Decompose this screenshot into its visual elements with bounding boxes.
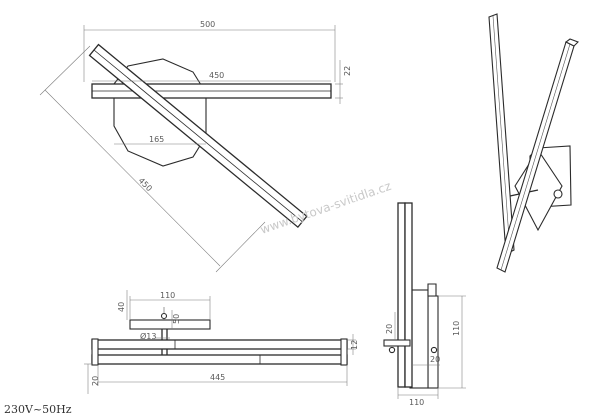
front-bar-lower [91, 354, 348, 365]
front-dim-110: 110 [160, 291, 175, 300]
side-dim-20-upper: 20 [385, 324, 394, 334]
dim-165: 165 [149, 135, 164, 144]
dim-22: 22 [343, 66, 352, 76]
dim-450-horizontal: 450 [209, 71, 224, 80]
side-bar-back [404, 202, 413, 388]
side-wall-plate [427, 295, 439, 389]
front-bar-upper [91, 339, 348, 350]
front-dim-diameter: Ø13 [140, 331, 156, 341]
front-wall-plate [129, 319, 211, 330]
side-view: 20 110 20 110 [383, 202, 466, 407]
side-bar-front [397, 202, 406, 388]
front-dim-12: 12 [350, 340, 359, 350]
front-dim-40: 40 [117, 302, 126, 312]
main-elevation-view: 500 450 22 165 450 [39, 20, 352, 273]
perspective-knob [553, 189, 563, 199]
front-dim-445: 445 [210, 373, 225, 382]
side-dim-110-vertical: 110 [452, 321, 461, 336]
side-dim-20-lower: 20 [430, 355, 440, 364]
dim-450-diagonal: 450 [137, 176, 154, 193]
voltage-label: 230V~50Hz [4, 403, 72, 416]
perspective-view [488, 13, 579, 273]
diagonal-bar [88, 43, 308, 229]
front-dim-20: 20 [91, 376, 100, 386]
dim-500: 500 [200, 20, 215, 29]
front-dim-50: 50 [172, 314, 181, 324]
side-dim-110-horizontal: 110 [409, 398, 424, 407]
front-view: 110 40 50 Ø13 12 445 20 [84, 290, 359, 394]
side-connector [383, 339, 411, 347]
